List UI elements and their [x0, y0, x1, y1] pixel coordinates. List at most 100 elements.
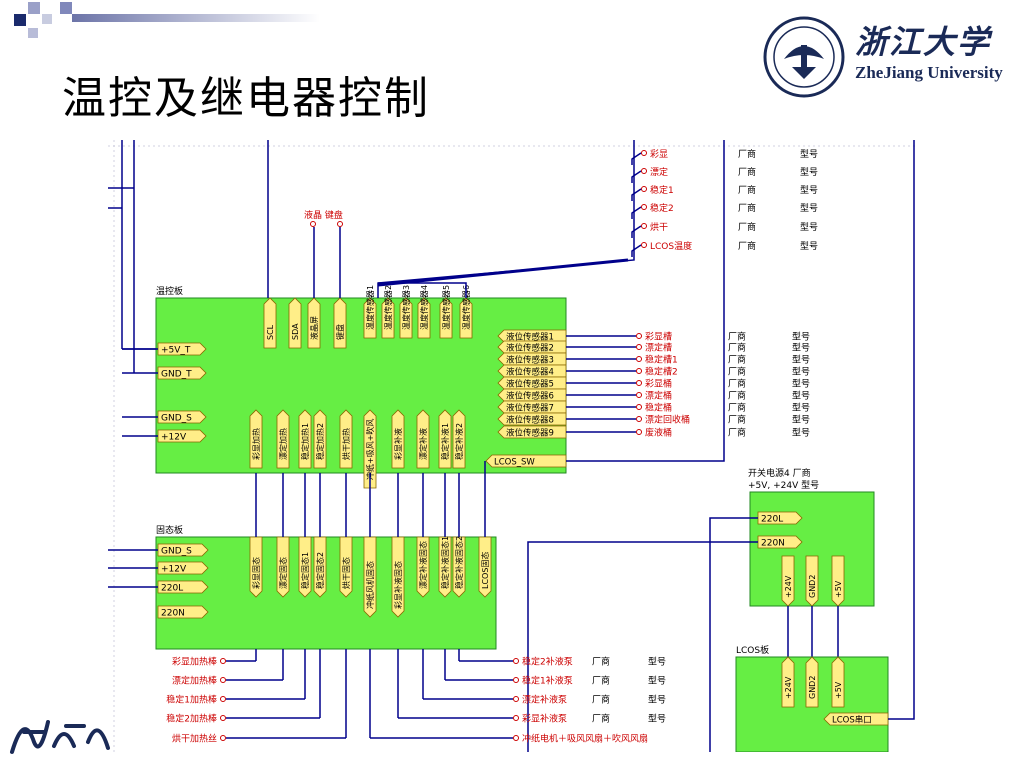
ssr-top-7-label: 漂定补液固态 — [418, 541, 428, 589]
logo-en: ZheJiang University — [855, 63, 1003, 82]
pump-name-2: 漂定补液泵 — [522, 694, 567, 706]
lcos-top-2-port — [831, 656, 845, 708]
lcos-board-title: LCOS板 — [736, 644, 769, 656]
ssr-left-3-label: 220N — [161, 609, 185, 619]
top-sensor-vendor-4: 厂商 — [738, 221, 756, 233]
level-terminal-1 — [636, 344, 642, 350]
temp-top-7-port — [417, 297, 431, 339]
temp-bottom-3-label: 稳定加热2 — [315, 423, 325, 460]
level-vendor-2: 厂商 — [728, 354, 746, 366]
temp-bottom-2-label: 稳定加热1 — [300, 423, 310, 460]
level-terminal-7 — [636, 416, 642, 422]
temp-top-8-port — [439, 297, 453, 339]
psu-left-1-label: 220N — [761, 539, 785, 549]
temp-top-7-label: 温度传感器4 — [419, 285, 429, 330]
top-sensor-name-3: 稳定2 — [650, 202, 674, 214]
temp-top-2-label: 液晶屏 — [309, 316, 319, 340]
temp-top-1-port — [288, 297, 302, 349]
lcd-terminal — [310, 221, 316, 227]
pump-vendor-1: 厂商 — [592, 675, 610, 687]
temp-bottom-5-label: 冲纸+吸风+吹风 — [365, 419, 375, 480]
level-name-6: 稳定桶 — [645, 402, 672, 414]
top-sensor-vendor-3: 厂商 — [738, 202, 756, 214]
level-model-7: 型号 — [792, 415, 810, 426]
temp-top-4-port — [363, 297, 377, 339]
top-sensor-model-2: 型号 — [800, 185, 818, 196]
temp-left-2-port — [157, 410, 207, 424]
top-sensor-wire-3 — [631, 206, 642, 219]
temp-bottom-3-port — [313, 409, 327, 469]
ssr-top-4-label: 烘干固态 — [341, 557, 351, 589]
level-name-1: 漂定槽 — [645, 342, 672, 354]
heater-name-3: 稳定2加热棒 — [166, 713, 217, 725]
pump-model-2: 型号 — [648, 695, 666, 706]
heater-name-2: 稳定1加热棒 — [166, 694, 217, 706]
temp-top-5-port — [381, 297, 395, 339]
temp-top-6-label: 温度传感器3 — [401, 285, 411, 330]
pump-terminal-0 — [513, 658, 519, 664]
top-sensor-name-4: 烘干 — [650, 221, 668, 233]
level-vendor-6: 厂商 — [728, 402, 746, 414]
ssr-left-1-port — [157, 561, 209, 575]
temp-left-0-label: +5V_T — [161, 346, 191, 356]
level-name-3: 稳定槽2 — [645, 366, 678, 378]
temp-top-2-port — [307, 297, 321, 349]
temp-right-8-label: 液位传感器9 — [506, 428, 554, 439]
top-sensor-wire-4 — [631, 225, 642, 238]
top-sensor-wire-1 — [631, 170, 642, 183]
level-name-7: 漂定回收桶 — [645, 414, 690, 426]
lcos-top-1-port — [805, 656, 819, 708]
heater-terminal-1 — [220, 677, 226, 683]
level-terminal-2 — [636, 356, 642, 362]
ssr-top-10-port — [478, 536, 492, 598]
psu-bottom-2-port — [831, 555, 845, 607]
top-sensor-name-1: 漂定 — [650, 166, 668, 178]
pump-name-3: 彩显补液泵 — [522, 713, 567, 725]
sensor-bus-wire — [377, 140, 635, 298]
top-sensor-model-3: 型号 — [800, 203, 818, 214]
heater-name-1: 漂定加热棒 — [172, 675, 217, 687]
temp-top-1-label: SDA — [291, 323, 300, 340]
ssr-top-3-label: 稳定固态2 — [315, 552, 325, 589]
psu-bottom-0-label: +24V — [784, 575, 793, 598]
temp-board-title: 温控板 — [156, 285, 183, 297]
top-sensor-terminal-0 — [641, 150, 647, 156]
level-name-8: 废液桶 — [645, 427, 672, 439]
top-sensor-vendor-0: 厂商 — [738, 148, 756, 160]
temp-bottom-7-label: 漂定补液 — [418, 428, 428, 460]
lcos-top-1-label: GND2 — [808, 676, 817, 699]
top-sensor-terminal-1 — [641, 168, 647, 174]
ssr-top-0-port — [249, 536, 263, 598]
ssr-top-5-label: 冲纸风机固态 — [365, 561, 375, 609]
temp-top-8-label: 温度传感器5 — [441, 285, 451, 330]
level-model-8: 型号 — [792, 428, 810, 439]
temp-bottom-4-label: 烘干加热 — [341, 428, 351, 460]
ssr-top-6-port — [391, 536, 405, 618]
temp-bottom-4-port — [339, 409, 353, 469]
level-vendor-5: 厂商 — [728, 390, 746, 402]
top-sensor-model-0: 型号 — [800, 149, 818, 160]
heater-name-4: 烘干加热丝 — [172, 733, 217, 745]
pump-vendor-0: 厂商 — [592, 656, 610, 668]
temp-top-3-label: 键盘 — [335, 324, 345, 340]
level-model-5: 型号 — [792, 391, 810, 402]
level-terminal-8 — [636, 429, 642, 435]
top-sensor-name-0: 彩显 — [650, 149, 668, 160]
pump-name-1: 稳定1补液泵 — [522, 675, 573, 687]
ssr-left-0-label: GND_S — [161, 547, 192, 557]
level-name-5: 漂定桶 — [645, 390, 672, 402]
temp-right-3-label: 液位传感器4 — [506, 367, 554, 378]
ssr-top-9-label: 稳定补液固态2 — [454, 536, 464, 589]
pump-model-0: 型号 — [648, 657, 666, 668]
temp-top-3-port — [333, 297, 347, 349]
top-sensor-wire-2 — [631, 188, 642, 201]
temp-top-9-port — [459, 297, 473, 339]
level-terminal-4 — [636, 380, 642, 386]
temp-bottom-8-port — [438, 409, 452, 469]
top-sensor-model-4: 型号 — [800, 222, 818, 233]
pump-name-4: 冲纸电机＋吸风风扇＋吹风风扇 — [522, 733, 648, 745]
top-sensor-terminal-3 — [641, 204, 647, 210]
psu-left-0-port — [757, 511, 803, 525]
sensor-bus — [377, 258, 629, 287]
temp-top-4-label: 温度传感器1 — [365, 285, 375, 330]
